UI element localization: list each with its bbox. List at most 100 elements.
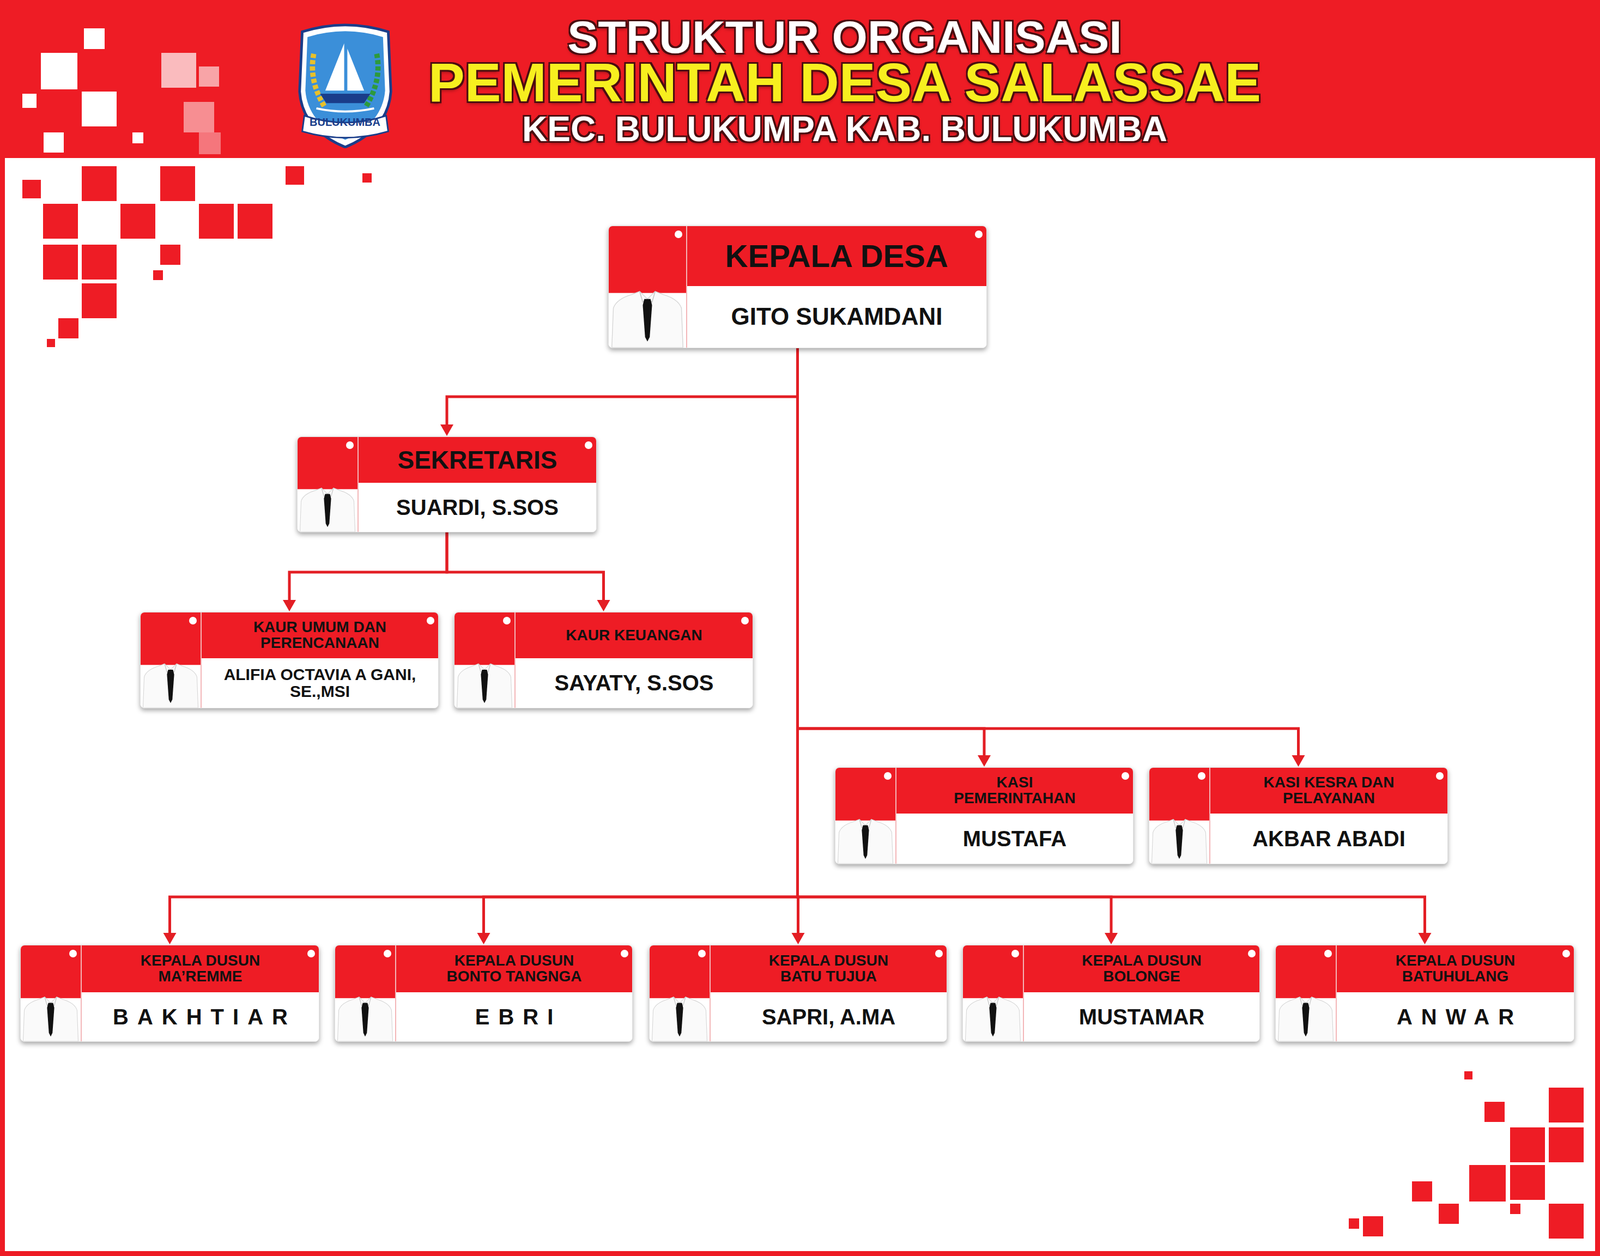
position-card: KEPALA DUSUN MA’REMMEBAKHTIAR: [20, 944, 320, 1042]
corner-dot: [974, 230, 983, 239]
card-heading: KASI PEMERINTAHAN: [896, 767, 1133, 814]
photo-red-top: [297, 437, 358, 490]
connector-line: [446, 532, 604, 602]
corner-dot: [935, 949, 943, 958]
necktie: [480, 669, 488, 703]
corner-dot: [1562, 949, 1571, 958]
position-title: KAUR UMUM DAN PERENCANAAN: [215, 619, 424, 651]
photo-ground: [1149, 767, 1210, 864]
photo-panel: [20, 945, 82, 1042]
connector-line: [797, 348, 985, 757]
shirt-shape: [651, 997, 707, 1042]
person-name: AKBAR ABADI: [1252, 827, 1406, 851]
position-card: KASI PEMERINTAHANMUSTAFA: [834, 767, 1134, 865]
photo-ground: [297, 437, 358, 532]
corner-dot: [346, 441, 354, 450]
org-connector: [797, 348, 992, 767]
necktie: [989, 1003, 997, 1038]
org-connector: [163, 348, 798, 945]
arrow-head: [597, 600, 611, 612]
connector-line: [289, 532, 447, 602]
necktie: [675, 1003, 683, 1038]
card-name: SAYATY, S.SOS: [515, 658, 753, 708]
shirt-shape: [22, 997, 78, 1042]
photo-panel: [454, 612, 516, 708]
photo-panel: [335, 945, 397, 1042]
regency-logo: [292, 22, 398, 149]
necktie: [361, 1003, 369, 1038]
position-title: KEPALA DUSUN MA’REMME: [128, 953, 274, 985]
decor-squares: [22, 166, 1584, 1239]
shirt-shape: [142, 663, 198, 708]
card-name: AKBAR ABADI: [1210, 813, 1448, 864]
person-silhouette: [608, 226, 687, 348]
arrow-head: [977, 755, 991, 767]
shirt-shape: [965, 997, 1021, 1042]
position-title: KEPALA DUSUN BOLONGE: [1069, 953, 1215, 985]
necktie: [642, 299, 652, 342]
org-connector: [446, 532, 611, 612]
position-card: KEPALA DUSUN BATU TUJUASAPRI, A.MA: [649, 944, 948, 1042]
card-heading: SEKRETARIS: [358, 437, 597, 483]
person-name: SUARDI, S.SOS: [396, 496, 559, 519]
corner-dot: [189, 616, 197, 625]
connector-line: [446, 348, 798, 426]
necktie: [861, 825, 869, 860]
card-name: MUSTAFA: [896, 813, 1133, 864]
position-card: KAUR UMUM DAN PERENCANAAN ALIFIA OCTAVIA …: [140, 611, 439, 709]
photo-ground: [454, 612, 515, 708]
photo-panel: [962, 945, 1024, 1042]
photo-panel: [649, 945, 711, 1042]
person-silhouette: [454, 612, 515, 708]
photo-ground: [20, 945, 81, 1042]
arrow-head: [477, 932, 491, 945]
card-heading: KAUR KEUANGAN: [515, 612, 753, 659]
photo-ground: [140, 612, 201, 708]
connector-line: [797, 348, 1299, 757]
corner-dot: [620, 949, 629, 958]
position-title: KEPALA DUSUN BONTO TANGNGA: [441, 953, 587, 985]
card-heading: KEPALA DUSUN BATUHULANG: [1336, 945, 1574, 993]
person-silhouette: [20, 945, 81, 1042]
person-name: ALIFIA OCTAVIA A GANI, SE.,MSI: [215, 666, 424, 700]
connector-line: [170, 348, 798, 935]
position-title: KEPALA DUSUN BATUHULANG: [1383, 953, 1529, 985]
card-heading: KEPALA DUSUN BOLONGE: [1023, 945, 1260, 993]
person-silhouette: [1275, 945, 1336, 1042]
photo-red-top: [335, 945, 396, 999]
header-label: KEC. BULUKUMPA KAB. BULUKUMBA: [419, 110, 1270, 149]
corner-dot: [1121, 772, 1130, 780]
corner-dot: [584, 441, 593, 450]
arrow-head: [791, 932, 805, 945]
photo-panel: [140, 612, 202, 708]
photo-red-top: [454, 612, 515, 665]
card-heading: KEPALA DUSUN MA’REMME: [81, 945, 319, 993]
card-heading: KASI KESRA DAN PELAYANAN: [1210, 767, 1448, 814]
card-name: SAPRI, A.MA: [710, 992, 947, 1042]
corner-dot: [69, 949, 77, 958]
card-heading: KEPALA DESA: [687, 226, 987, 287]
photo-red-top: [649, 945, 710, 999]
position-card: KEPALA DUSUN BONTO TANGNGA EBRI: [334, 944, 633, 1042]
photo-ground: [649, 945, 710, 1042]
arrow-head: [1418, 932, 1432, 945]
person-name: EBRI: [475, 1005, 563, 1029]
photo-red-top: [1275, 945, 1336, 999]
position-card: KASI KESRA DAN PELAYANAN AKBAR ABADI: [1148, 767, 1448, 865]
corner-dot: [502, 616, 511, 625]
necktie: [323, 493, 331, 527]
person-silhouette: [649, 945, 710, 1042]
corner-dot: [698, 949, 706, 958]
position-card: KEPALA DESAGITO SUKAMDANI: [608, 225, 987, 349]
photo-red-top: [1149, 767, 1210, 821]
card-name: ALIFIA OCTAVIA A GANI, SE.,MSI: [201, 658, 439, 708]
arrow-head: [163, 932, 177, 945]
shirt-shape: [611, 291, 684, 348]
frame-border: [1595, 158, 1600, 1256]
photo-panel: [1275, 945, 1337, 1042]
corner-dot: [1197, 772, 1206, 780]
org-connector: [797, 348, 1306, 767]
card-heading: KEPALA DUSUN BATU TUJUA: [710, 945, 947, 993]
person-silhouette: [1149, 767, 1210, 864]
photo-ground: [335, 945, 396, 1042]
